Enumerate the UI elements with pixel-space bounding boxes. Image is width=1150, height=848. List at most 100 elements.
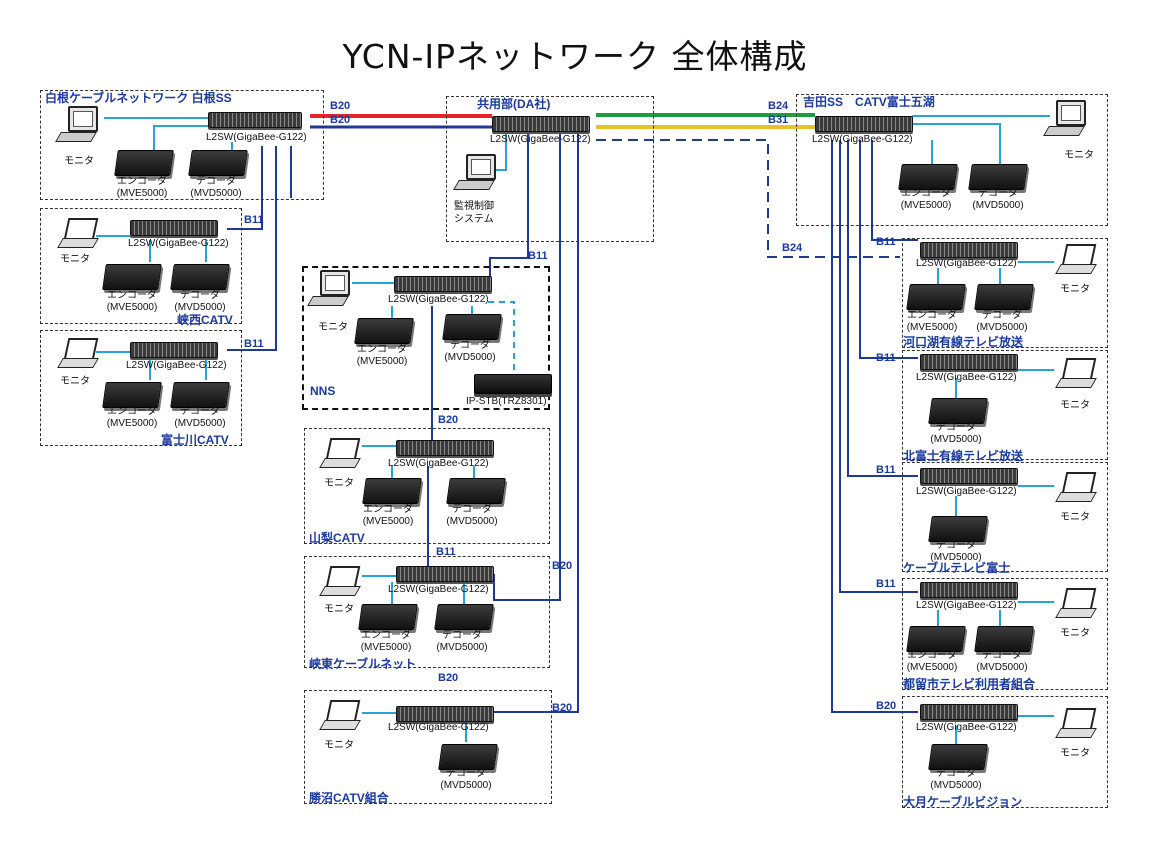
decoder-device <box>434 604 494 630</box>
decoder-device <box>974 284 1034 310</box>
decoder-label: デコーダ <box>450 340 490 351</box>
decoder-model: (MVD5000) <box>976 322 1028 333</box>
laptop-icon <box>1055 358 1097 390</box>
encoder-device <box>354 318 414 344</box>
monitoring-system-icon <box>453 152 500 194</box>
encoder-device <box>898 164 958 190</box>
site-kawaguchiko: 河口湖有線テレビ放送 <box>902 238 1108 349</box>
encoder-label: エンコーダ <box>361 630 411 641</box>
encoder-device <box>906 626 966 652</box>
monitor-label: モニタ <box>1060 748 1090 759</box>
switch-label: L2SW(GigaBee-G122) <box>126 360 227 371</box>
monitor-label: モニタ <box>1060 400 1090 411</box>
trunk-b24-dashed-line <box>596 139 900 258</box>
site-name: 峡西CATV <box>177 313 233 327</box>
encoder-model: (MVE5000) <box>362 516 414 527</box>
switch-label: L2SW(GigaBee-G122) <box>916 722 1017 733</box>
encoder-device <box>906 284 966 310</box>
diagram-title: YCN-IPネットワーク 全体構成 <box>342 37 808 76</box>
l2-switch <box>394 276 492 292</box>
site-name: 吉田SS CATV富士五湖 <box>803 95 935 109</box>
laptop-icon <box>57 338 99 370</box>
decoder-label: デコーダ <box>196 176 236 187</box>
ip-stb-device <box>474 374 552 394</box>
encoder-model: (MVE5000) <box>906 662 958 673</box>
decoder-label: デコーダ <box>180 406 220 417</box>
decoder-label: デコーダ <box>936 768 976 779</box>
site-name: 大月ケーブルビジョン <box>903 795 1023 809</box>
encoder-device <box>114 150 174 176</box>
encoder-model: (MVE5000) <box>906 322 958 333</box>
link-label-b11: B11 <box>876 236 896 248</box>
l2-switch <box>920 354 1018 370</box>
encoder-model: (MVE5000) <box>360 642 412 653</box>
site-name: 山梨CATV <box>309 531 365 545</box>
monitor-label: モニタ <box>64 156 94 167</box>
monitor-label: モニタ <box>60 376 90 387</box>
link-label-b24: B24 <box>768 100 789 112</box>
encoder-label: エンコーダ <box>907 650 957 661</box>
monitor-label: モニタ <box>324 478 354 489</box>
encoder-label: エンコーダ <box>907 310 957 321</box>
laptop-icon <box>1055 472 1097 504</box>
decoder-device <box>446 478 506 504</box>
site-shirane-ss: 白根ケーブルネットワーク 白根SS <box>40 90 324 200</box>
l2-switch <box>396 440 494 456</box>
switch-label: L2SW(GigaBee-G122) <box>812 134 913 145</box>
switch-label: L2SW(GigaBee-G122) <box>206 132 307 143</box>
decoder-device <box>188 150 248 176</box>
site-name: 都留市テレビ利用者組合 <box>903 677 1036 691</box>
l2-switch <box>492 116 590 132</box>
site-kyoto-cable-net: 峡東ケーブルネット <box>304 556 550 671</box>
site-otsuki: 大月ケーブルビジョン <box>902 696 1108 809</box>
decoder-label: デコーダ <box>446 768 486 779</box>
link-label-b20: B20 <box>552 560 573 572</box>
monitor-icon <box>307 268 354 310</box>
site-name: 勝沼CATV組合 <box>309 791 389 805</box>
encoder-label: エンコーダ <box>107 406 157 417</box>
link-label-b11: B11 <box>436 546 456 558</box>
decoder-model: (MVD5000) <box>444 352 496 363</box>
switch-label: L2SW(GigaBee-G122) <box>388 294 489 305</box>
l2-switch <box>130 342 218 358</box>
laptop-icon <box>57 218 99 250</box>
decoder-model: (MVD5000) <box>930 434 982 445</box>
encoder-label: エンコーダ <box>357 344 407 355</box>
l2-switch <box>208 112 302 128</box>
decoder-model: (MVD5000) <box>976 662 1028 673</box>
link-label-b11: B11 <box>876 578 896 590</box>
site-name: 河口湖有線テレビ放送 <box>903 335 1024 349</box>
encoder-model: (MVE5000) <box>106 418 158 429</box>
laptop-icon <box>319 700 361 732</box>
encoder-model: (MVE5000) <box>356 356 408 367</box>
site-yoshida-ss: 吉田SS CATV富士五湖 <box>796 94 1108 226</box>
link-label-b20: B20 <box>876 700 897 712</box>
site-name: NNS <box>310 384 336 398</box>
site-name: 白根ケーブルネットワーク 白根SS <box>45 91 232 105</box>
site-kyosai-catv: 峡西CATV <box>40 208 242 327</box>
monitor-label: モニタ <box>318 322 348 333</box>
monitor-icon <box>1043 98 1090 140</box>
decoder-model: (MVD5000) <box>972 200 1024 211</box>
site-tsuru: 都留市テレビ利用者組合 <box>902 578 1108 691</box>
link-label-b20: B20 <box>330 114 351 126</box>
laptop-icon <box>1055 588 1097 620</box>
monitoring-system-label: 監視制御 システム <box>454 201 494 225</box>
decoder-label: デコーダ <box>452 504 492 515</box>
encoder-device <box>102 382 162 408</box>
decoder-label: デコーダ <box>978 188 1018 199</box>
link-label-b31: B31 <box>768 114 789 126</box>
switch-label: L2SW(GigaBee-G122) <box>128 238 229 249</box>
encoder-device <box>362 478 422 504</box>
decoder-device <box>968 164 1028 190</box>
laptop-icon <box>1055 244 1097 276</box>
decoder-label: デコーダ <box>982 650 1022 661</box>
decoder-model: (MVD5000) <box>174 418 226 429</box>
site-name: 峡東ケーブルネット <box>309 657 417 671</box>
decoder-device <box>442 314 502 340</box>
decoder-label: デコーダ <box>936 422 976 433</box>
encoder-model: (MVE5000) <box>900 200 952 211</box>
switch-label: L2SW(GigaBee-G122) <box>388 584 489 595</box>
